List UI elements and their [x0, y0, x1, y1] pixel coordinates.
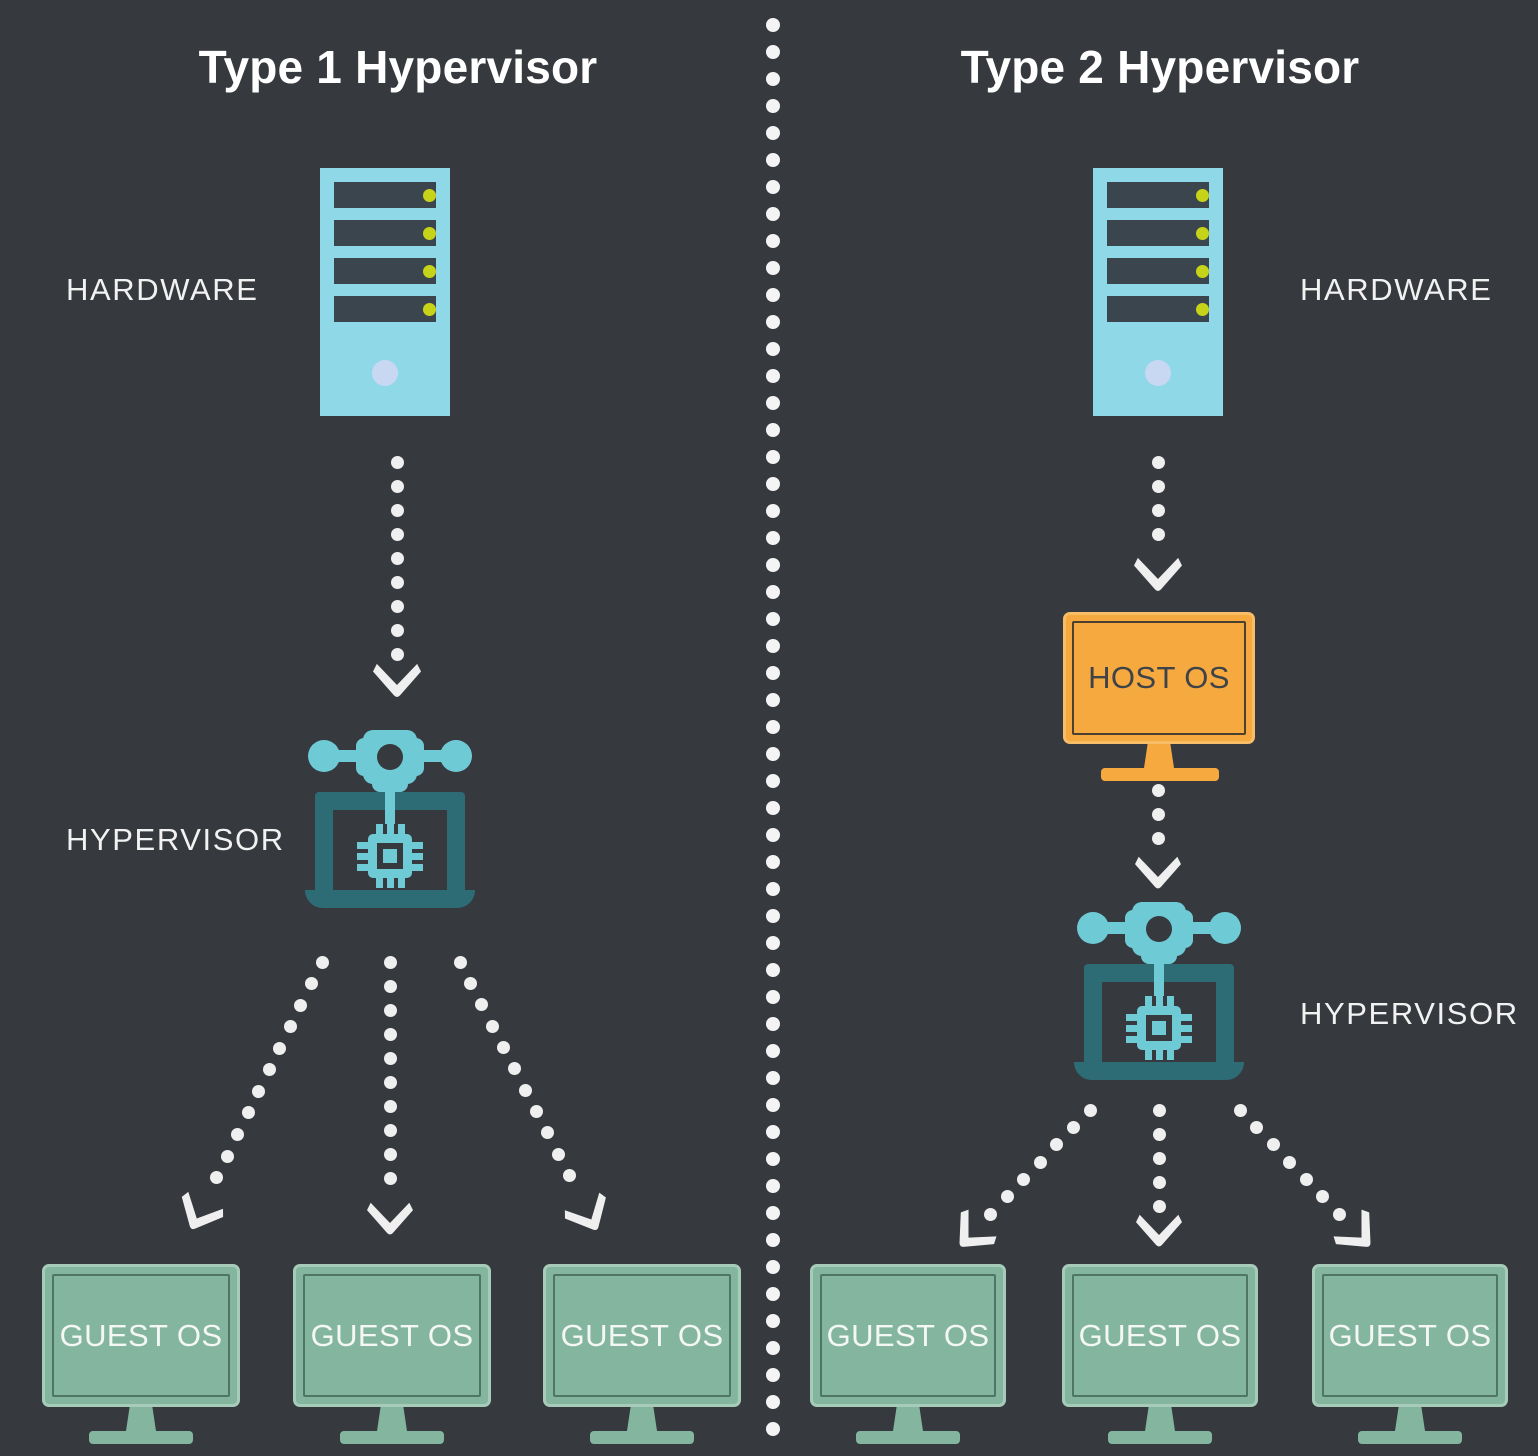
- guest-os-monitor-2-type2[interactable]: GUEST OS: [1062, 1264, 1258, 1449]
- guest-os-label: GUEST OS: [826, 1317, 990, 1353]
- host-os-monitor-type2[interactable]: HOST OS: [1063, 612, 1255, 781]
- guest-os-monitor-3-type2[interactable]: GUEST OS: [1312, 1264, 1508, 1449]
- guest-os-monitor-3-type1[interactable]: GUEST OS: [543, 1264, 741, 1449]
- guest-os-label: GUEST OS: [310, 1317, 474, 1353]
- server-tower-icon-type2: [1093, 168, 1223, 416]
- label-hardware-type2: HARDWARE: [1300, 272, 1493, 307]
- label-hardware-type1: HARDWARE: [66, 272, 259, 307]
- panel-title-type2: Type 2 Hypervisor: [960, 41, 1360, 93]
- guest-os-label: GUEST OS: [1078, 1317, 1242, 1353]
- guest-os-monitor-1-type2[interactable]: GUEST OS: [810, 1264, 1006, 1449]
- guest-os-label: GUEST OS: [1328, 1317, 1492, 1353]
- hypervisor-laptop-icon-type2: [1066, 896, 1252, 1080]
- panel-title-type1: Type 1 Hypervisor: [198, 41, 598, 93]
- guest-os-label: GUEST OS: [560, 1317, 724, 1353]
- server-tower-icon-type1: [320, 168, 450, 416]
- label-hypervisor-type2: HYPERVISOR: [1300, 996, 1519, 1031]
- guest-os-label: GUEST OS: [59, 1317, 223, 1353]
- host-os-label: HOST OS: [1088, 660, 1230, 695]
- hypervisor-laptop-icon-type1: [297, 724, 483, 908]
- guest-os-monitor-2-type1[interactable]: GUEST OS: [293, 1264, 491, 1449]
- guest-os-monitor-1-type1[interactable]: GUEST OS: [42, 1264, 240, 1449]
- panel-divider: [766, 18, 780, 1450]
- label-hypervisor-type1: HYPERVISOR: [66, 822, 285, 857]
